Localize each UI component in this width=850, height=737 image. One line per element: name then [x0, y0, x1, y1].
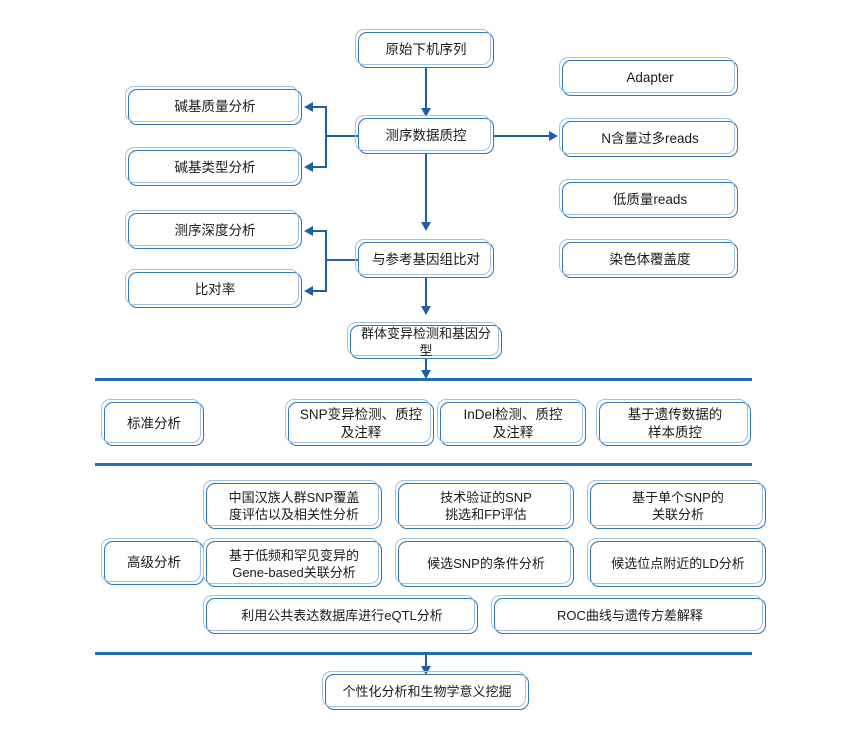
node-ld-analysis[interactable]: 候选位点附近的LD分析: [587, 538, 766, 587]
node-n-rich-reads-label: N含量过多reads: [601, 131, 699, 147]
node-sample-qc[interactable]: 基于遗传数据的 样本质控: [596, 399, 751, 446]
node-align-rate[interactable]: 比对率: [125, 269, 302, 308]
node-align-reference-label: 与参考基因组比对: [372, 252, 480, 268]
node-sample-qc-label: 基于遗传数据的 样本质控: [627, 407, 723, 440]
node-variant-calling[interactable]: 群体变异检测和基因分型: [347, 322, 502, 359]
node-base-type-label: 碱基类型分析: [174, 160, 256, 176]
node-ld-analysis-label: 候选位点附近的LD分析: [611, 556, 745, 572]
connector-qc-left-stem: [325, 134, 358, 138]
arrowhead-section3-to-personalized: [420, 666, 431, 675]
node-single-snp-assoc-label: 基于单个SNP的 关联分析: [632, 489, 724, 522]
node-standard-label[interactable]: 标准分析: [101, 399, 204, 446]
arrowhead-qc-to-base-quality: [304, 101, 313, 112]
node-low-quality-reads[interactable]: 低质量reads: [559, 179, 738, 218]
node-raw-sequence-label: 原始下机序列: [385, 42, 467, 58]
arrowhead-align-to-variant: [420, 306, 431, 315]
node-chromosome-coverage-label: 染色体覆盖度: [609, 252, 691, 268]
connector-variant-to-section1: [425, 359, 428, 373]
node-raw-sequence[interactable]: 原始下机序列: [355, 29, 494, 68]
node-align-reference[interactable]: 与参考基因组比对: [355, 239, 494, 278]
separator-standard-top: [95, 378, 752, 381]
node-qc-label: 测序数据质控: [385, 128, 467, 144]
arrowhead-qc-to-align: [420, 222, 431, 231]
node-conditional-snp[interactable]: 候选SNP的条件分析: [395, 538, 574, 587]
arrowhead-align-to-depth: [304, 225, 313, 236]
node-adapter-label: Adapter: [626, 70, 674, 86]
node-align-rate-label: 比对率: [194, 282, 236, 298]
node-chromosome-coverage[interactable]: 染色体覆盖度: [559, 239, 738, 278]
arrowhead-qc-to-base-type: [304, 161, 313, 172]
node-base-quality-label: 碱基质量分析: [174, 99, 256, 115]
node-validated-snp[interactable]: 技术验证的SNP 挑选和FP评估: [395, 480, 574, 529]
node-advanced-label-text: 高级分析: [127, 555, 181, 571]
node-adapter[interactable]: Adapter: [559, 57, 738, 96]
node-base-type[interactable]: 碱基类型分析: [125, 147, 302, 186]
node-qc[interactable]: 测序数据质控: [355, 115, 494, 154]
node-gene-based-label: 基于低频和罕见变异的 Gene-based关联分析: [228, 547, 359, 580]
node-personalized-label: 个性化分析和生物学意义挖掘: [342, 684, 512, 700]
connector-qc-to-base-quality: [313, 106, 327, 109]
node-snp-detect-label: SNP变异检测、质控 及注释: [299, 407, 423, 440]
node-advanced-label[interactable]: 高级分析: [101, 538, 204, 585]
connector-align-to-rate: [313, 290, 327, 293]
separator-standard-bottom: [95, 463, 752, 466]
node-eqtl-label: 利用公共表达数据库进行eQTL分析: [241, 608, 443, 624]
arrowhead-variant-to-section1: [420, 370, 431, 379]
node-han-snp-coverage[interactable]: 中国汉族人群SNP覆盖 度评估以及相关性分析: [203, 480, 382, 529]
arrowhead-qc-to-nreads: [549, 130, 558, 141]
node-variant-calling-label: 群体变异检测和基因分型: [360, 325, 491, 358]
connector-qc-to-base-type: [313, 166, 327, 169]
node-roc-curve-label: ROC曲线与遗传方差解释: [557, 608, 703, 624]
connector-align-to-variant: [425, 278, 428, 307]
node-gene-based[interactable]: 基于低频和罕见变异的 Gene-based关联分析: [203, 538, 382, 587]
connector-qc-to-nreads: [494, 134, 550, 138]
node-low-quality-reads-label: 低质量reads: [612, 192, 688, 208]
connector-section3-to-personalized: [425, 652, 428, 670]
node-depth-analysis[interactable]: 测序深度分析: [125, 210, 302, 249]
connector-align-left-bus: [325, 230, 328, 292]
arrowhead-align-to-rate: [304, 285, 313, 296]
connector-qc-to-align: [425, 154, 428, 223]
connector-align-left-stem: [325, 258, 358, 262]
node-depth-analysis-label: 测序深度分析: [174, 223, 256, 239]
node-conditional-snp-label: 候选SNP的条件分析: [427, 556, 545, 572]
node-roc-curve[interactable]: ROC曲线与遗传方差解释: [491, 595, 766, 634]
node-standard-label-text: 标准分析: [127, 416, 181, 432]
node-n-rich-reads[interactable]: N含量过多reads: [559, 118, 738, 157]
arrowhead-raw-to-qc: [420, 108, 431, 117]
node-snp-detect[interactable]: SNP变异检测、质控 及注释: [285, 399, 434, 446]
node-han-snp-coverage-label: 中国汉族人群SNP覆盖 度评估以及相关性分析: [228, 489, 360, 522]
node-base-quality[interactable]: 碱基质量分析: [125, 86, 302, 125]
node-eqtl[interactable]: 利用公共表达数据库进行eQTL分析: [203, 595, 478, 634]
node-personalized[interactable]: 个性化分析和生物学意义挖掘: [322, 671, 529, 710]
separator-advanced-bottom: [95, 652, 752, 655]
connector-align-to-depth: [313, 230, 327, 233]
node-validated-snp-label: 技术验证的SNP 挑选和FP评估: [440, 489, 532, 522]
node-indel-detect[interactable]: InDel检测、质控 及注释: [437, 399, 586, 446]
node-single-snp-assoc[interactable]: 基于单个SNP的 关联分析: [587, 480, 766, 529]
node-indel-detect-label: InDel检测、质控 及注释: [463, 407, 563, 440]
connector-raw-to-qc: [425, 68, 428, 109]
connector-qc-left-bus: [325, 106, 328, 168]
